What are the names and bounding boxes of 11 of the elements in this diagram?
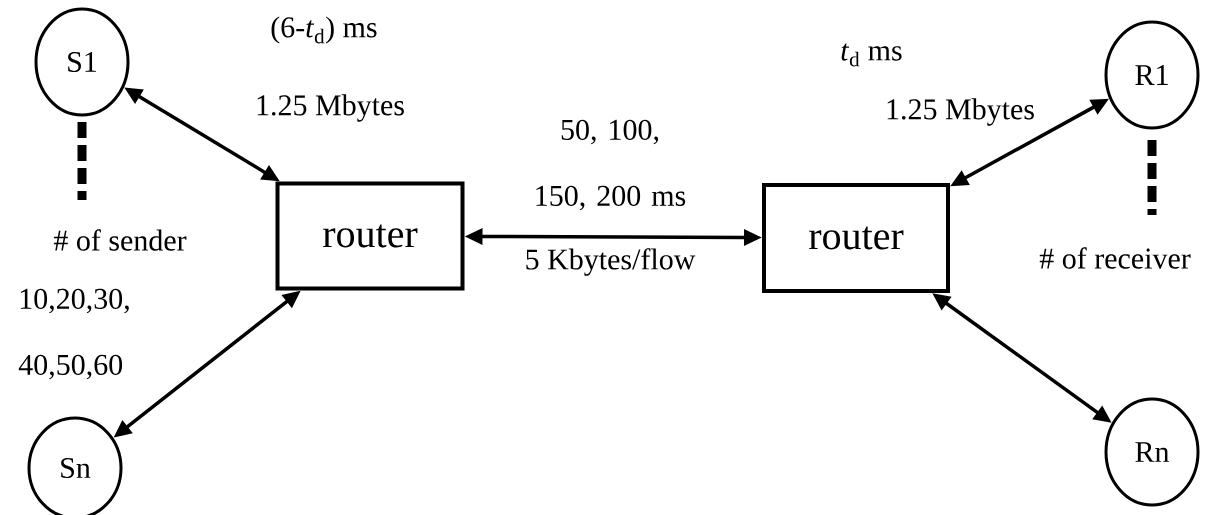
annotation-text: 1.25 Mbytes xyxy=(257,94,404,122)
annotation-text: 10,20,30, 40,50,60 xyxy=(18,288,129,380)
annotation-text: 50, 100, 150, 200 ms xyxy=(536,119,686,211)
annotation-text: 1.25 Mbytes xyxy=(887,98,1034,126)
annotation-text: 5 Kbytes/flow xyxy=(526,248,696,276)
annotation-text: # of sender xyxy=(53,229,187,251)
router-box: router xyxy=(762,183,950,293)
router-box: router xyxy=(275,181,465,291)
annotation-text: (6-t$_{d}$) ms xyxy=(271,16,377,44)
annotation-text: # of receiver xyxy=(1039,247,1191,269)
annotation-text: t$_{d}$ ms xyxy=(841,43,902,67)
